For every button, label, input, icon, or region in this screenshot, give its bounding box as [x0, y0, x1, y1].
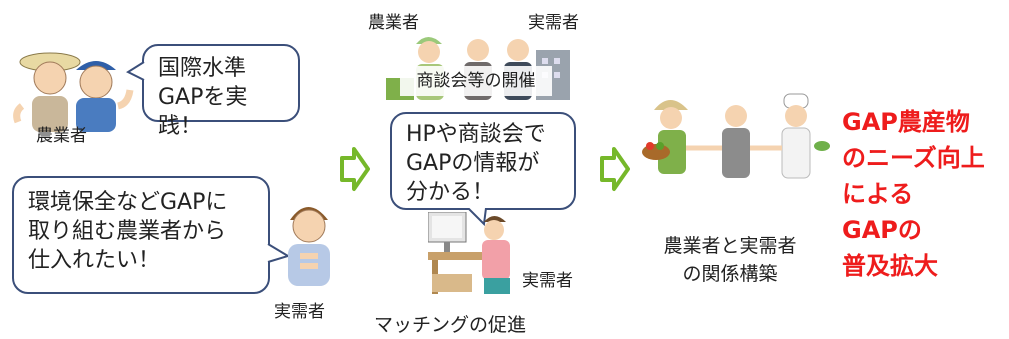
arrow-right-icon — [340, 147, 370, 191]
matching-caption: マッチングの促進 — [374, 314, 527, 336]
meeting-bubble-tail — [467, 208, 487, 226]
result-line-1: GAP農産物 — [842, 108, 970, 136]
farmer-bubble-line-2: GAPを実践！ — [158, 85, 248, 139]
farmer-speech-bubble: 国際水準 GAPを実践！ — [142, 44, 300, 139]
relationship-caption: 農業者と実需者 の関係構築 — [640, 232, 820, 288]
meeting-speech-bubble: HPや商談会で GAPの情報が 分かる！ — [390, 112, 576, 210]
result-line-3: による — [842, 180, 914, 208]
farmer-label: 農業者 — [36, 126, 87, 146]
buyer-speech-bubble: 環境保全などGAPに 取り組む農業者から 仕入れたい！ — [12, 176, 270, 294]
meeting-bubble-line-3: 分かる！ — [406, 180, 495, 205]
buyer-bubble-line-2: 取り組む農業者から — [28, 219, 227, 244]
buyer-bubble-line-1: 環境保全などGAPに — [28, 190, 228, 215]
pc-buyer-label: 実需者 — [522, 271, 573, 291]
buyer-bubble-line-3: 仕入れたい！ — [28, 248, 161, 273]
pc-user-illustration — [428, 212, 510, 294]
result-text: GAP農産物 のニーズ向上 による GAPの 普及拡大 — [842, 104, 985, 284]
result-line-4: GAPの — [842, 216, 922, 244]
relationship-caption-line-1: 農業者と実需者 — [663, 235, 797, 257]
farmer-bubble-line-1: 国際水準 — [158, 56, 247, 81]
meeting-bubble-line-2: GAPの情報が — [406, 151, 540, 176]
relationship-caption-line-2: の関係構築 — [682, 263, 778, 285]
relationship-illustration — [642, 93, 830, 179]
meeting-bubble-line-1: HPや商談会で — [406, 122, 546, 147]
meeting-buyer-label: 実需者 — [528, 13, 579, 33]
meeting-banner: 商談会等の開催 — [400, 66, 552, 96]
result-line-2: のニーズ向上 — [842, 144, 985, 172]
arrow-right-icon — [600, 147, 630, 191]
buyer-label: 実需者 — [274, 302, 325, 322]
result-line-5: 普及拡大 — [842, 252, 938, 280]
meeting-farmer-label: 農業者 — [368, 13, 419, 33]
buyer-illustration — [288, 207, 330, 286]
farmers-illustration — [13, 52, 134, 132]
farmer-bubble-tail — [126, 61, 145, 81]
